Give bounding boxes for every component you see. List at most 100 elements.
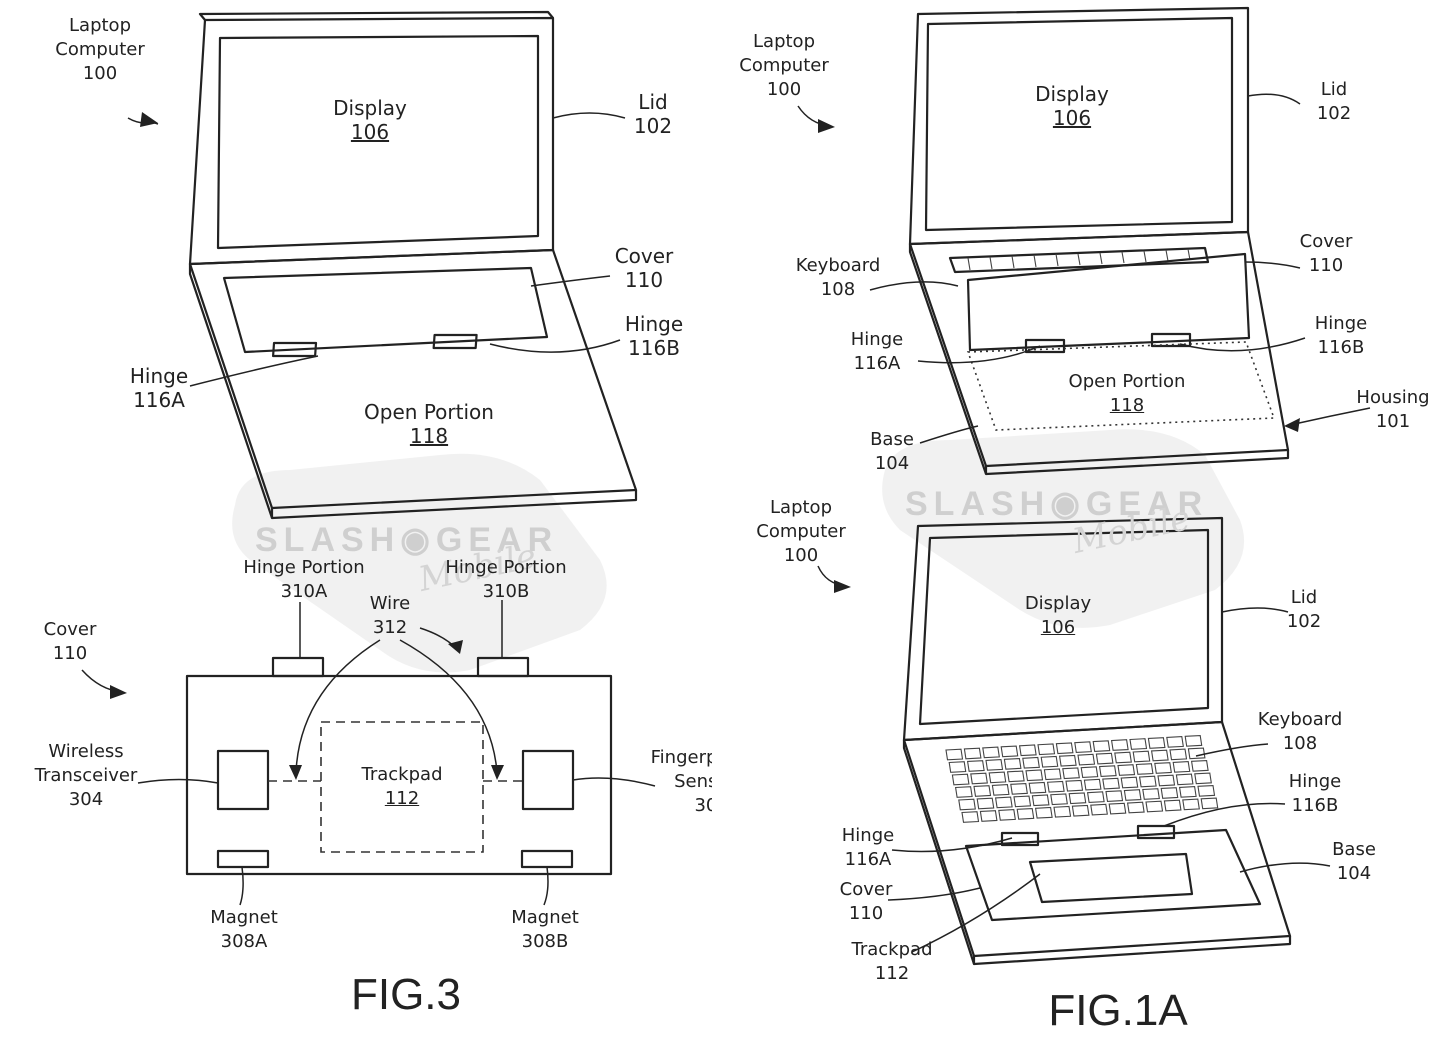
- keyboard-key: [1105, 790, 1124, 802]
- keyboard-key: [991, 784, 1010, 796]
- keyboard-key: [958, 798, 976, 811]
- keyboard-key: [966, 760, 985, 772]
- keyboard-key: [1169, 748, 1188, 761]
- keyboard-key: [1000, 745, 1019, 758]
- keyboard-key: [1077, 753, 1096, 766]
- keyboard-key: [1037, 743, 1056, 756]
- keyboard-keys-group: [945, 734, 1219, 823]
- keyboard-key: [973, 785, 992, 797]
- keyboard-key: [1147, 737, 1166, 749]
- keyboard-key: [1006, 770, 1025, 783]
- keyboard-key: [976, 797, 995, 810]
- keyboard-key: [1190, 759, 1209, 772]
- fig1a-top-laptop-drawing: [797, 6, 1371, 476]
- keyboard-key: [1034, 806, 1053, 819]
- keyboard-key: [985, 759, 1004, 771]
- keyboard-key: [1135, 763, 1154, 775]
- keyboard-key: [1163, 799, 1182, 812]
- keyboard-key: [1058, 754, 1077, 767]
- fig3-fingerprint-sensor-label-clip: FingerpSens30: [640, 746, 712, 826]
- keyboard-key: [1062, 767, 1080, 780]
- keyboard-key: [979, 810, 998, 822]
- keyboard-key: [1013, 795, 1032, 808]
- watermark-brand-2: SLASH◉GEAR: [905, 485, 1209, 523]
- keyboard-key: [1031, 794, 1050, 807]
- keyboard-key: [1145, 800, 1164, 813]
- keyboard-key: [1080, 766, 1099, 779]
- keyboard-key: [1090, 803, 1108, 816]
- keyboard-key: [1187, 747, 1206, 760]
- keyboard-key: [1022, 756, 1040, 769]
- keyboard-key: [1129, 738, 1148, 750]
- keyboard-key: [1074, 741, 1092, 754]
- watermark-brand: SLASH◉GEAR: [255, 521, 559, 559]
- keyboard-key: [1110, 739, 1129, 751]
- keyboard-key: [1040, 755, 1059, 768]
- keyboard-key: [1157, 774, 1176, 787]
- keyboard-key: [963, 747, 982, 760]
- keyboard-key: [1142, 788, 1160, 800]
- keyboard-key: [1150, 749, 1169, 762]
- keyboard-key: [1098, 765, 1117, 777]
- keyboard-key: [998, 809, 1016, 821]
- keyboard-key: [954, 786, 973, 798]
- keyboard-key: [1071, 804, 1090, 817]
- keyboard-key: [1178, 786, 1197, 798]
- fig3-cover-detail-drawing: [81, 600, 656, 906]
- keyboard-key: [951, 773, 970, 786]
- keyboard-key: [1083, 778, 1102, 791]
- keyboard-key: [1182, 798, 1200, 811]
- keyboard-key: [1108, 802, 1127, 815]
- keyboard-key: [1018, 744, 1037, 757]
- keyboard-key: [1043, 768, 1062, 781]
- keyboard-key: [1200, 797, 1219, 810]
- keyboard-key: [1160, 787, 1179, 799]
- watermark-phone-shape: [232, 429, 1245, 673]
- keyboard-key: [1028, 781, 1047, 794]
- keyboard-key: [948, 761, 967, 773]
- keyboard-key: [1184, 734, 1203, 747]
- fig3-caption: FIG.3: [350, 970, 462, 1019]
- keyboard-key: [1126, 801, 1145, 814]
- keyboard-key: [1092, 740, 1111, 752]
- keyboard-key: [982, 746, 1000, 759]
- keyboard-key: [1095, 752, 1114, 765]
- keyboard-key: [994, 796, 1013, 809]
- keyboard-key: [1132, 750, 1151, 763]
- keyboard-key: [1166, 736, 1184, 748]
- keyboard-key: [1172, 761, 1191, 773]
- keyboard-key: [1086, 791, 1105, 804]
- keyboard-key: [1003, 757, 1022, 770]
- keyboard-key: [1050, 793, 1068, 806]
- keyboard-key: [1197, 784, 1216, 797]
- keyboard-key: [1068, 792, 1087, 805]
